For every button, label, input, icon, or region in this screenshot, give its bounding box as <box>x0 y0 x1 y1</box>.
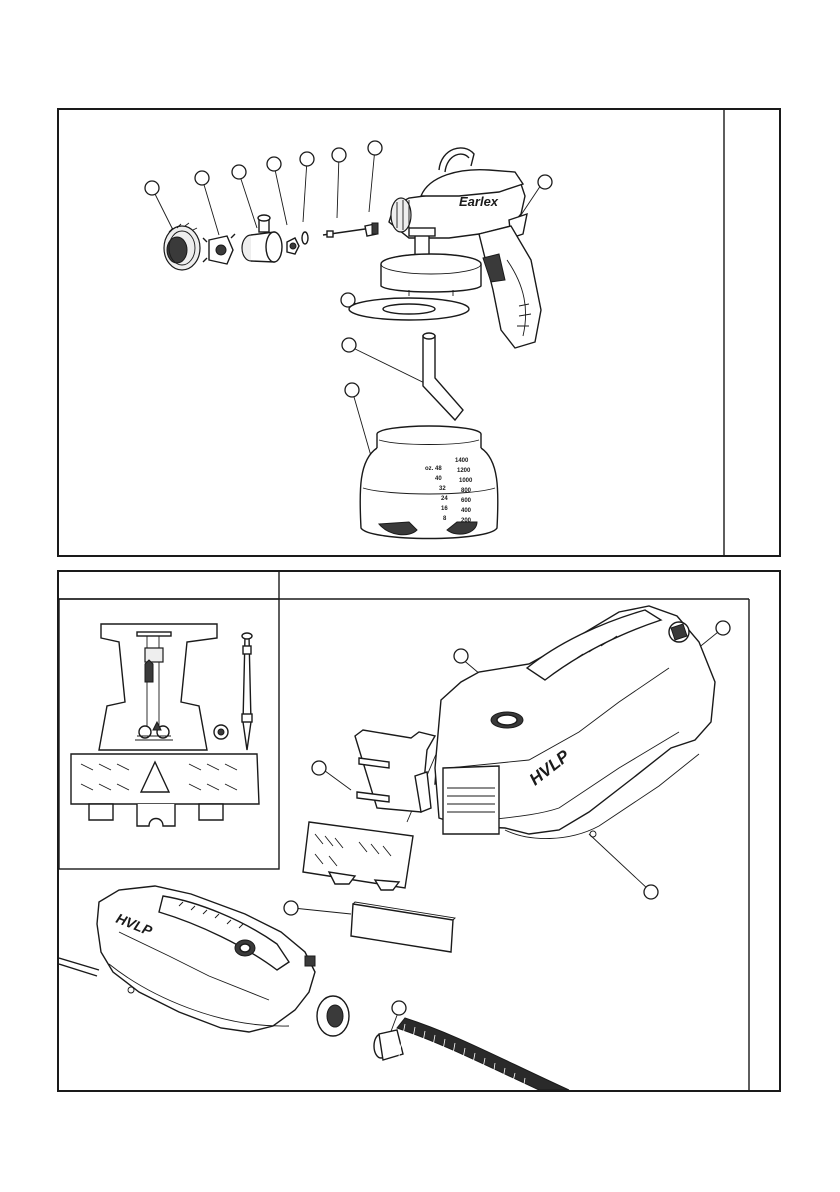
paint-container: oz. 48 40 32 24 16 8 1400 1200 1000 800 … <box>360 426 498 539</box>
callout-bubble <box>284 901 298 915</box>
svg-text:600: 600 <box>461 498 472 504</box>
callout-bubble <box>332 148 346 162</box>
top-panel-drawing: Earlex <box>59 110 779 555</box>
gun-brand-label: Earlex <box>459 194 499 209</box>
callout-bubble <box>392 1001 406 1015</box>
filter-pad <box>351 902 455 952</box>
svg-text:40: 40 <box>435 476 442 482</box>
svg-text:1000: 1000 <box>459 478 473 484</box>
svg-text:32: 32 <box>439 486 446 492</box>
callout-bubble <box>300 152 314 166</box>
suction-tube <box>423 333 463 420</box>
air-cap <box>203 234 235 264</box>
callout-bubble <box>345 383 359 397</box>
callout-bubble <box>454 649 468 663</box>
callout-bubble <box>538 175 552 189</box>
svg-text:1400: 1400 <box>455 458 469 464</box>
turbine-housing: HVLP <box>435 606 715 839</box>
svg-text:24: 24 <box>441 496 448 502</box>
callout-bubble <box>267 157 281 171</box>
callout-bubble <box>232 165 246 179</box>
inset-filter-frame <box>71 624 259 826</box>
callout-bubble <box>716 621 730 635</box>
callout-bubble <box>195 171 209 185</box>
top-panel-frame: Earlex <box>57 108 781 557</box>
callout-bubble <box>368 141 382 155</box>
needle <box>323 229 365 237</box>
svg-text:16: 16 <box>441 506 448 512</box>
svg-text:800: 800 <box>461 488 472 494</box>
gasket <box>349 298 469 320</box>
o-ring <box>302 232 308 244</box>
air-hose <box>374 1018 569 1090</box>
callout-bubble <box>312 761 326 775</box>
bottom-panel-drawing: HVLP HVLP <box>59 572 779 1090</box>
fluid-nozzle <box>242 215 282 262</box>
container-lid <box>381 254 481 296</box>
callout-bubble <box>342 338 356 352</box>
svg-text:400: 400 <box>461 508 472 514</box>
nozzle-tip <box>287 238 299 254</box>
svg-text:oz. 48: oz. 48 <box>425 466 442 472</box>
svg-text:1200: 1200 <box>457 468 471 474</box>
callout-bubble <box>145 181 159 195</box>
assembled-unit: HVLP <box>59 886 349 1036</box>
spring <box>365 223 378 236</box>
air-cap-ring <box>164 223 200 270</box>
svg-text:200: 200 <box>461 518 472 524</box>
bottom-panel-frame: HVLP HVLP <box>57 570 781 1092</box>
callout-bubble <box>644 885 658 899</box>
